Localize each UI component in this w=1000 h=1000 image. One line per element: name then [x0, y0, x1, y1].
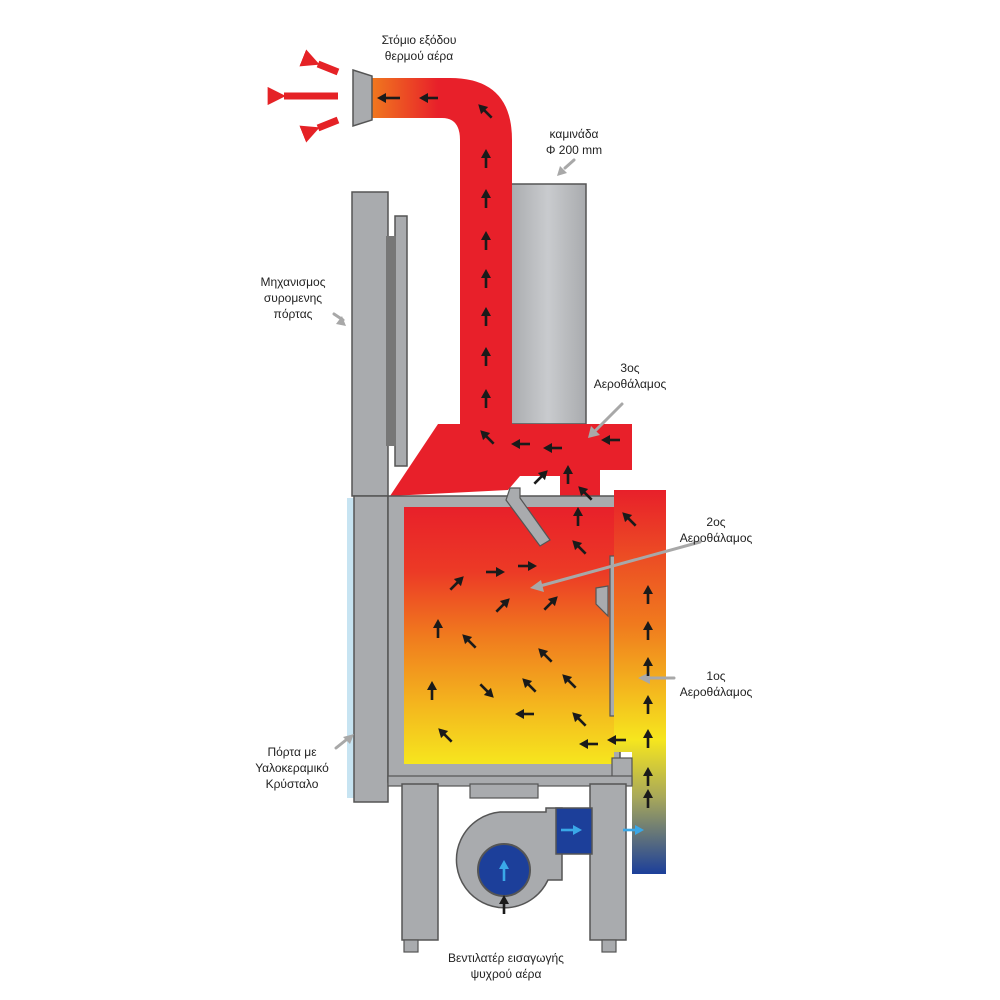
sliding-door-bar — [394, 215, 408, 467]
flow-arrow-28 — [538, 648, 553, 663]
air-chamber-2-label-line2: Αεροθάλαμος — [679, 531, 753, 545]
flow-arrow-41 — [643, 695, 653, 714]
flow-arrow-14 — [601, 435, 620, 445]
left-foot — [403, 939, 419, 953]
flow-arrow-25 — [543, 596, 558, 611]
ceramic-glass-door-label-line2: Υαλοκεραμικό — [255, 761, 329, 775]
flow-arrow-32 — [562, 674, 577, 689]
combustion-chamber — [404, 507, 614, 764]
flow-arrow-8 — [481, 307, 491, 326]
sliding-door-bracket — [386, 236, 396, 446]
hot-air-outlet-label-line2: θερμού αέρα — [384, 49, 454, 63]
sliding-door-label: Μηχανισμος συρομενης πόρτας — [238, 274, 348, 322]
flow-arrow-29 — [427, 681, 437, 700]
sliding-door-label-line1: Μηχανισμος — [260, 275, 326, 289]
air-chamber-1-label: 1ος Αεροθάλαμος — [666, 668, 766, 700]
flow-arrow-13 — [543, 443, 562, 453]
flow-arrow-22 — [486, 567, 505, 577]
first-air-chamber — [614, 490, 666, 874]
air-chamber-3-label-line1: 3ος — [620, 361, 640, 375]
ceramic-glass-door-label-line1: Πόρτα με — [267, 745, 317, 759]
flow-arrow-10 — [481, 389, 491, 408]
flow-arrow-39 — [643, 621, 653, 640]
cold-arrow-fan-outlet — [561, 825, 582, 835]
flow-arrow-21 — [449, 576, 464, 591]
sliding-door-rail — [351, 191, 389, 497]
right-leg — [589, 783, 627, 941]
flow-arrow-17 — [578, 486, 593, 501]
air-chamber-1-label-line1: 1ος — [706, 669, 726, 683]
flow-arrow-16 — [533, 470, 548, 485]
hot-air-duct — [370, 78, 512, 440]
flow-arrow-6 — [481, 231, 491, 250]
flow-arrow-30 — [479, 683, 494, 698]
chimney-pipe — [509, 183, 587, 425]
cold-air-arrows — [499, 825, 644, 881]
flow-arrow-33 — [438, 728, 453, 743]
air-chamber-3-label: 3ος Αεροθάλαμος — [580, 360, 680, 392]
flow-arrow-31 — [522, 678, 537, 693]
flow-arrow-38 — [643, 585, 653, 604]
intake-fan-label-line2: ψυχρού αέρα — [470, 967, 542, 981]
chimney-label: καμινάδα Φ 200 mm — [534, 126, 614, 158]
air-flow-arrows — [377, 93, 653, 914]
outlet-grille — [352, 68, 373, 128]
upper-baffle — [505, 487, 551, 547]
right-foot — [601, 939, 617, 953]
flow-arrow-2 — [419, 93, 438, 103]
flow-arrow-11 — [480, 430, 495, 445]
third-air-chamber — [390, 424, 632, 500]
left-leg — [401, 783, 439, 941]
ceramic-glass-door-label: Πόρτα με Υαλοκεραμικό Κρύσταλο — [236, 744, 348, 792]
flow-arrow-45 — [499, 895, 509, 914]
flow-arrow-35 — [572, 712, 587, 727]
air-chamber-1-label-line2: Αεροθάλαμος — [679, 685, 753, 699]
flow-arrow-3 — [478, 104, 493, 119]
flow-arrow-27 — [462, 634, 477, 649]
ceramic-glass-door-label-line3: Κρύσταλο — [265, 777, 319, 791]
flow-arrow-23 — [518, 561, 537, 571]
flow-arrow-34 — [515, 709, 534, 719]
flow-arrow-44 — [643, 789, 653, 808]
flow-arrow-7 — [481, 269, 491, 288]
chimney-label-line1: καμινάδα — [549, 127, 599, 141]
flow-arrow-43 — [643, 767, 653, 786]
flow-arrow-36 — [579, 739, 598, 749]
ash-pan — [469, 783, 539, 799]
flow-arrow-24 — [495, 598, 510, 613]
cold-arrow-fan-rotor — [499, 860, 509, 881]
flow-arrow-12 — [511, 439, 530, 449]
flow-arrow-9 — [481, 347, 491, 366]
cold-arrow-duct-inlet — [623, 825, 644, 835]
flow-arrow-19 — [622, 512, 637, 527]
flow-arrow-40 — [643, 657, 653, 676]
sliding-door-label-line2: συρομενης — [263, 291, 323, 305]
flow-arrow-37 — [607, 735, 626, 745]
air-chamber-2-label: 2ος Αεροθάλαμος — [666, 514, 766, 546]
hot-air-outlet-label: Στόμιο εξόδου θερμού αέρα — [364, 32, 474, 64]
flow-arrow-26 — [433, 619, 443, 638]
flow-arrow-42 — [643, 729, 653, 748]
air-chamber-3-label-line2: Αεροθάλαμος — [593, 377, 667, 391]
intake-fan-label-line1: Βεντιλατέρ εισαγωγής — [448, 951, 564, 965]
flow-arrow-1 — [377, 93, 400, 103]
rear-baffle — [595, 585, 609, 618]
air-chamber-2-label-line1: 2ος — [706, 515, 726, 529]
flow-arrow-15 — [563, 465, 573, 484]
flow-arrow-20 — [572, 540, 587, 555]
glass-strip — [347, 498, 355, 798]
hot-air-outflow-arrows — [267, 49, 340, 143]
hot-air-outlet-label-line1: Στόμιο εξόδου — [381, 33, 457, 47]
sliding-door-label-line3: πόρτας — [273, 307, 313, 321]
chimney-label-line2: Φ 200 mm — [545, 143, 603, 157]
flow-arrow-4 — [481, 149, 491, 168]
intake-fan-label: Βεντιλατέρ εισαγωγής ψυχρού αέρα — [426, 950, 586, 982]
flow-arrow-5 — [481, 189, 491, 208]
flow-arrow-18 — [573, 507, 583, 526]
ceramic-glass-door — [353, 495, 389, 803]
